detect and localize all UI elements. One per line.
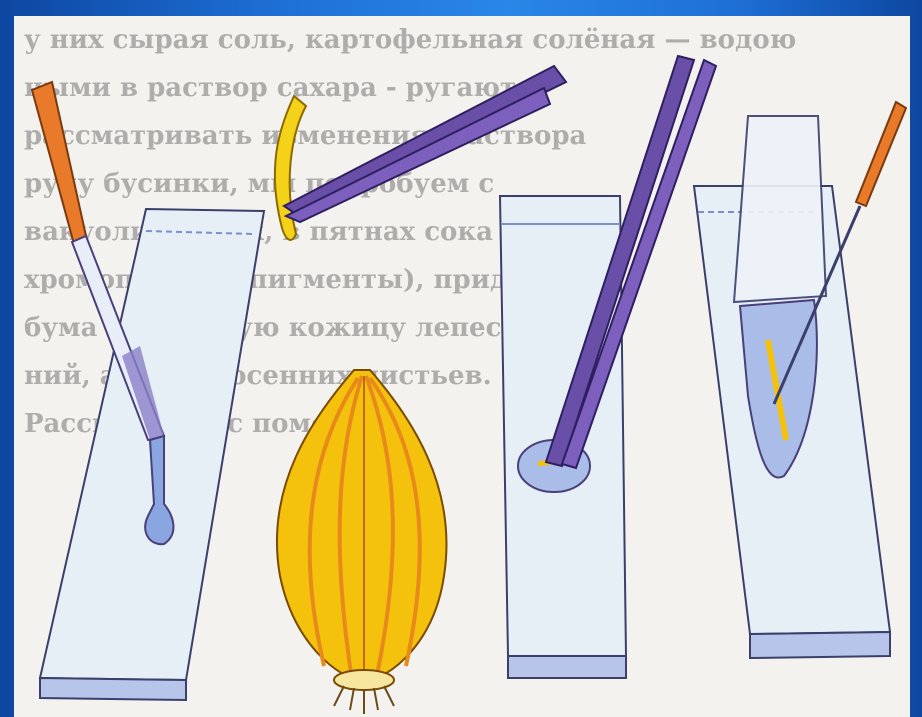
illustration-panel: у них сырая соль, картофельная солёная —…	[14, 16, 910, 717]
onion-bulb-icon	[277, 370, 447, 714]
lab-illustration	[14, 16, 910, 717]
